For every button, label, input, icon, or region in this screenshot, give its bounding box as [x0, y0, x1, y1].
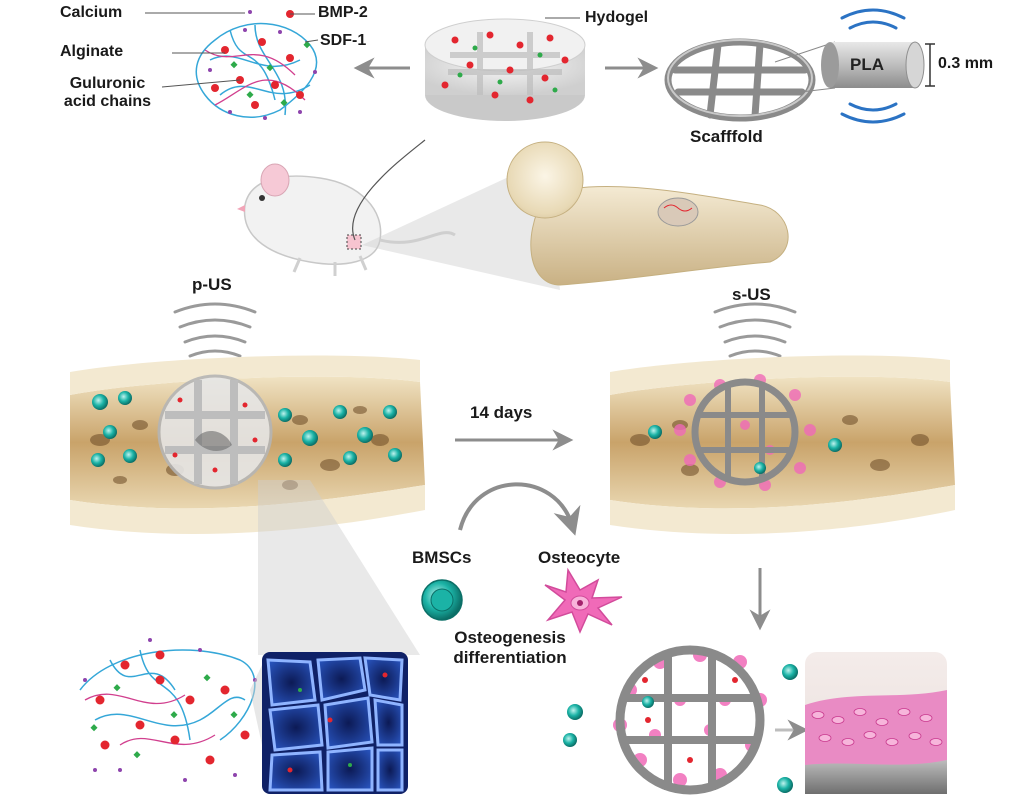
implant-pointer	[352, 139, 426, 241]
label-pus: p-US	[192, 275, 232, 294]
label-osteogenesis: Osteogenesis differentiation	[435, 628, 585, 667]
label-scaffold: Scafffold	[690, 127, 763, 146]
alginate-network-zoom	[79, 638, 262, 782]
label-sus: s-US	[732, 285, 771, 304]
new-bone-tissue	[805, 652, 947, 794]
scaffold-regenerated	[563, 645, 798, 795]
pla-cylinder-icon	[774, 41, 935, 96]
scaffold-top-highlight	[667, 39, 813, 117]
mouse-icon	[237, 163, 456, 276]
label-osteocyte: Osteocyte	[538, 548, 621, 567]
label-sdf1: SDF-1	[320, 32, 367, 49]
bone-segment-right	[610, 355, 955, 535]
label-guluronic-line1: Guluronic	[69, 75, 146, 92]
label-calcium: Calcium	[60, 4, 123, 21]
label-bmscs: BMSCs	[412, 548, 472, 567]
label-14-days: 14 days	[470, 403, 533, 422]
hydrogel-disc	[424, 18, 586, 121]
bmsc-cell-icon	[421, 579, 463, 621]
label-thickness: 0.3 mm	[938, 55, 994, 72]
femur-icon	[362, 141, 789, 290]
label-alginate: Alginate	[60, 43, 124, 60]
porous-structure-zoom	[262, 652, 408, 794]
zoom-projection	[258, 480, 420, 655]
alginate-network	[195, 10, 318, 120]
label-guluronic: Guluronic acid chains	[55, 75, 160, 112]
label-pla: PLA	[850, 55, 884, 74]
ultrasound-waves-icon	[840, 8, 906, 124]
scaffold-left	[157, 374, 273, 490]
label-bmp2: BMP-2	[318, 4, 368, 21]
differentiation-arrow	[458, 482, 581, 536]
scaffold-top	[664, 38, 816, 122]
pus-waves	[173, 302, 257, 358]
label-osteogenesis-line2: differentiation	[453, 647, 567, 667]
label-hydrogel: Hydogel	[585, 9, 649, 26]
osteocyte-cell-icon	[544, 567, 623, 634]
leader-lines	[145, 12, 580, 88]
scaffold-right	[648, 374, 842, 491]
sus-waves	[713, 302, 797, 358]
label-guluronic-line2: acid chains	[63, 93, 152, 111]
label-osteogenesis-line1: Osteogenesis	[454, 628, 566, 647]
bmsc-cells-left	[91, 391, 402, 467]
